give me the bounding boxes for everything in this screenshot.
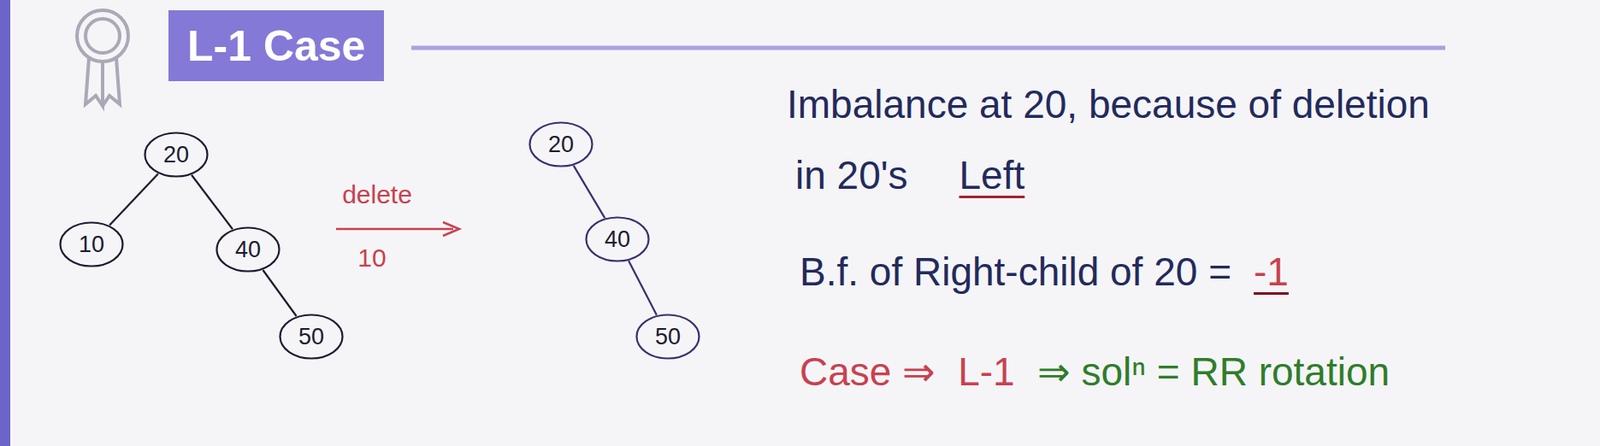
node-key: 40: [215, 236, 281, 264]
annotation-text: in 20's: [795, 152, 909, 199]
annotation-text: 10: [357, 243, 386, 273]
tree-edge: [262, 270, 296, 317]
annotation-text: delete: [342, 180, 413, 210]
side-bar: [0, 0, 11, 446]
tree-node-circle: 50: [278, 313, 344, 361]
text-line: B.f. of Right-child of 20 = -1: [799, 248, 1289, 296]
tree-node-circle: 20: [528, 121, 594, 168]
tree-node-circle: 50: [635, 313, 701, 361]
node-key: 20: [528, 131, 594, 159]
annotation-text: Imbalance at 20, because of deletion: [786, 81, 1430, 128]
tree-edge: [573, 165, 605, 219]
tree-node-circle: 10: [59, 221, 124, 268]
title-banner: L-1 Case: [168, 10, 384, 82]
node-key: 20: [143, 141, 209, 169]
tree-node-circle: 40: [584, 216, 650, 263]
tree-edge: [191, 175, 233, 230]
node-key: 50: [278, 324, 344, 351]
tree-edge: [109, 173, 159, 225]
annotation-text: L-1: [957, 348, 1015, 396]
title-rule: [411, 46, 1446, 51]
text-line: 10: [357, 243, 386, 273]
text-line: delete: [342, 180, 413, 210]
annotation-text: B.f. of Right-child of 20 =: [799, 248, 1232, 296]
node-key: 40: [584, 226, 650, 254]
annotation-text: Case ⇒: [799, 348, 936, 396]
text-line: in 20's Left: [795, 152, 1025, 199]
tree-node-circle: 20: [143, 131, 209, 178]
badge-icon: [76, 10, 129, 107]
delete-arrow: [336, 222, 460, 237]
tree-node-circle: 40: [215, 226, 281, 273]
annotation-text: -1: [1253, 248, 1289, 296]
text-line: Imbalance at 20, because of deletion: [786, 81, 1430, 128]
node-key: 10: [59, 231, 124, 259]
node-key: 50: [635, 324, 701, 351]
slide-title: L-1 Case: [187, 21, 366, 71]
annotation-text: ⇒ solⁿ = RR rotation: [1037, 348, 1390, 396]
text-line: Case ⇒ L-1 ⇒ solⁿ = RR rotation: [799, 348, 1390, 396]
tree-edge: [628, 260, 657, 315]
annotation-text: Left: [959, 152, 1026, 199]
